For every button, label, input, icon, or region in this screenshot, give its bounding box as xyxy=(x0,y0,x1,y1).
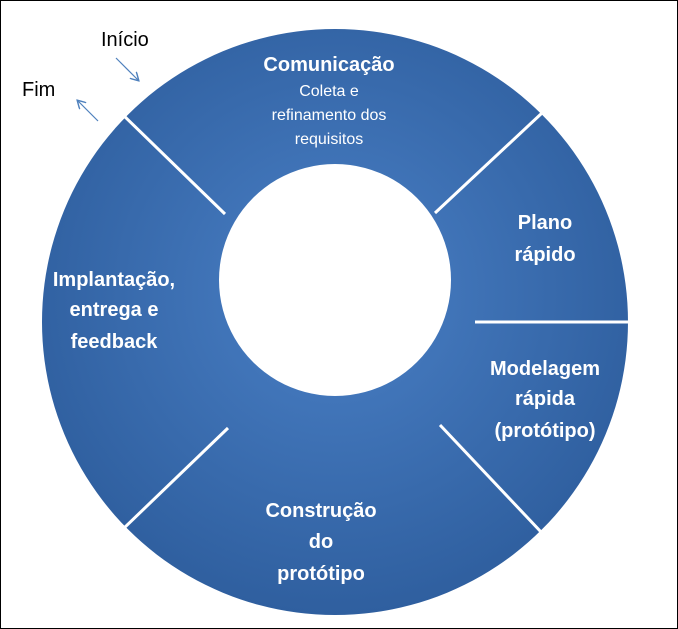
segment-modeling-line-3: (protótipo) xyxy=(494,420,595,442)
segment-plan-line-2: rápido xyxy=(514,244,575,266)
start-arrow xyxy=(115,57,138,80)
segment-modeling-line-2: rápida xyxy=(515,388,576,410)
segment-construction-line-3: protótipo xyxy=(277,563,365,585)
segment-construction-line-2: do xyxy=(309,531,333,553)
end-arrow xyxy=(78,101,99,122)
segment-deployment-line-2: entrega e xyxy=(70,299,159,321)
segment-modeling-line-1: Modelagem xyxy=(490,358,600,380)
end-label: Fim xyxy=(22,79,55,101)
segment-communication-subtitle-3: requisitos xyxy=(295,131,363,148)
segment-communication-subtitle-1: Coleta e xyxy=(299,83,359,100)
segment-deployment-line-1: Implantação, xyxy=(53,269,175,291)
divider-communication-plan xyxy=(433,111,544,215)
divider-construction-deployment xyxy=(120,426,230,532)
divider-deployment-communication xyxy=(118,110,227,216)
start-label: Início xyxy=(101,29,149,51)
segment-construction-line-1: Construção xyxy=(265,500,376,522)
segment-plan-line-1: Plano xyxy=(518,212,572,234)
segment-communication-subtitle-2: refinamento dos xyxy=(272,107,387,124)
divider-modeling-construction xyxy=(438,423,544,535)
segment-communication-title: Comunicação xyxy=(263,54,394,76)
segment-deployment-line-3: feedback xyxy=(71,331,159,353)
